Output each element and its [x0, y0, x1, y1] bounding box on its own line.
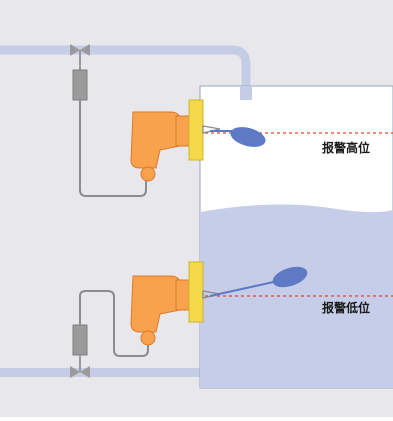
low-alarm-label: 报警低位: [322, 300, 370, 315]
low-level-switch: [130, 261, 308, 346]
flange: [188, 99, 204, 161]
high-level-switch: [130, 99, 266, 182]
top-pipe: [0, 45, 251, 100]
high-alarm-label: 报警高位: [322, 140, 370, 155]
switch-housing: [130, 111, 181, 169]
top-wire: [79, 100, 147, 197]
bottom-wire: [79, 290, 149, 357]
switch-housing: [130, 275, 181, 333]
low-float: [272, 266, 308, 288]
bottom-valve: [70, 324, 90, 378]
bottom-pipe: [0, 368, 200, 377]
inlet-pipe: [240, 86, 252, 100]
top-valve: [70, 44, 90, 101]
high-float: [230, 127, 266, 147]
flange: [188, 261, 204, 323]
